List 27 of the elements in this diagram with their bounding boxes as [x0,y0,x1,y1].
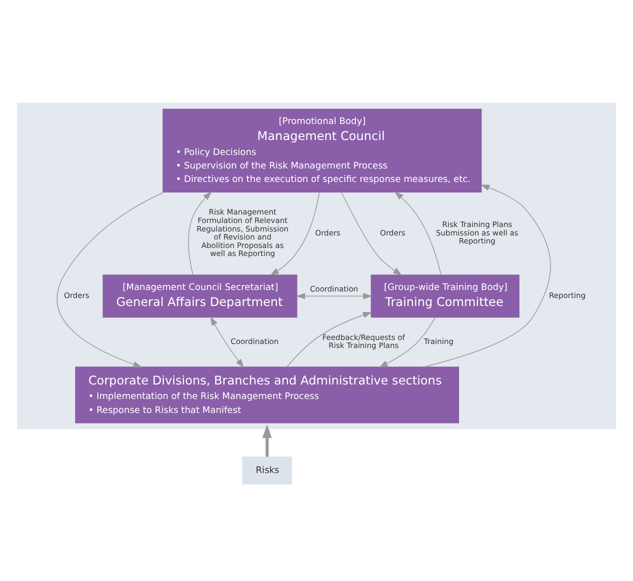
edge-label: Coordination [230,337,279,346]
edge-label: Orders [380,228,406,238]
edge-label: Orders [64,291,90,300]
node-box: Corporate Divisions, Branches and Administrative sections • Implementation of the Risk Management Process • Response to Risks that Manifest [75,366,460,424]
node-box: [Promotional Body] Management Council • Policy Decisions • Supervision of the Risk Management Process • Directives on the execution of specific response measures, etc. [162,108,482,192]
arrow [210,316,244,368]
edge-label: Coordination [310,284,358,294]
edge-label: Orders [315,228,340,238]
edge-label: Training [424,337,454,346]
arrow [270,192,320,276]
arrow [296,292,372,300]
edge-label: Risk Management Formulation of Relevant Regulations, Submission of Revision and Abolition Proposals as well as Reporting [196,208,289,258]
node-box: [Management Council Secretariat] General Affairs Department [102,274,298,318]
node-box: Risks [242,456,292,484]
arrow [341,192,402,276]
node-box: [Group-wide Training Body] Training Committee [370,274,520,318]
edge-label: Feedback/Requests of Risk Training Plans [322,332,405,350]
cluster [17,102,616,430]
edge-label: Risk Training Plans Submission as well as Reporting [436,220,518,246]
arrow [188,191,212,276]
arrow [56,192,164,368]
arrow [262,424,272,457]
edge-label: Reporting [549,291,586,300]
arrow [394,191,442,276]
arrow [378,317,436,368]
arrow [423,184,551,368]
arrow [286,312,372,368]
